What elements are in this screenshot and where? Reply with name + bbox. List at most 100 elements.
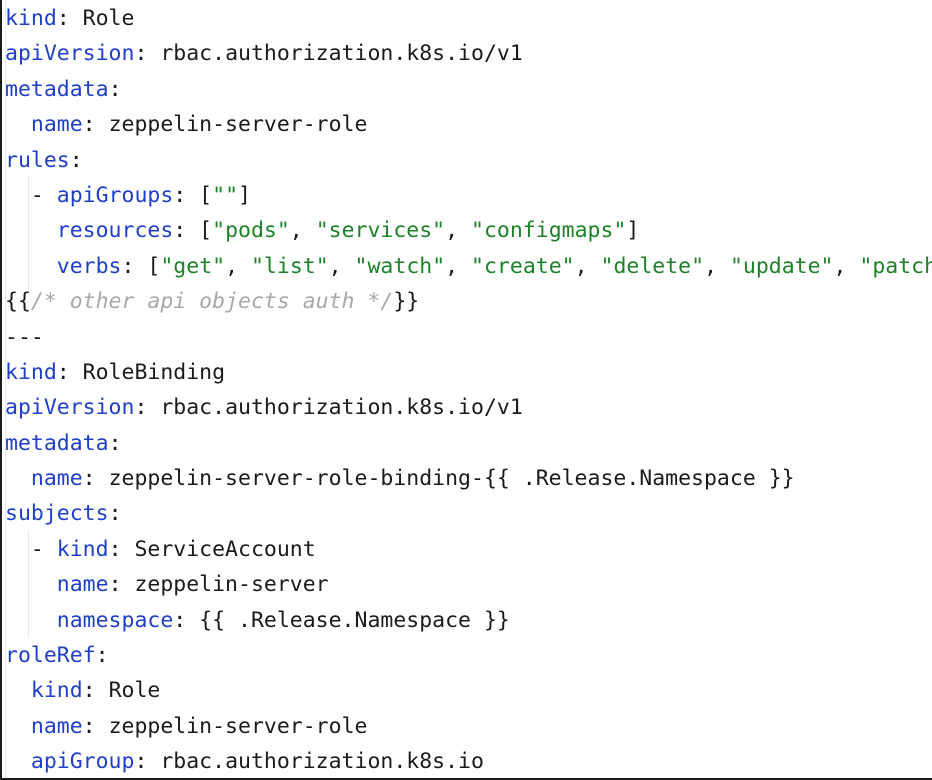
- token-punct: ,: [574, 253, 601, 279]
- token-key: apiGroup: [30, 749, 135, 775]
- token-key: kind: [5, 359, 57, 385]
- token-punct: : [: [173, 218, 213, 244]
- token-punct: :: [134, 749, 161, 775]
- token-key: roleRef: [5, 643, 96, 669]
- token-punct: :: [108, 430, 122, 456]
- token-plain: zeppelin-server-role: [108, 713, 368, 739]
- token-punct: ,: [445, 218, 472, 244]
- token-key: subjects: [5, 501, 109, 527]
- token-str: "": [212, 182, 239, 208]
- code-line: resources: ["pods", "services", "configm…: [2, 213, 932, 248]
- token-punct: ,: [445, 253, 472, 279]
- token-str: "configmaps": [471, 218, 627, 244]
- token-tmpl: }}: [393, 289, 420, 315]
- code-line: metadata:: [2, 72, 932, 107]
- token-str: "list": [250, 253, 329, 279]
- token-str: "create": [471, 253, 575, 279]
- token-key: apiGroups: [56, 182, 174, 208]
- token-plain: [5, 218, 57, 243]
- token-punct: :: [173, 607, 200, 633]
- code-line: name: zeppelin-server-role: [2, 107, 932, 142]
- token-plain: [5, 112, 31, 137]
- token-punct: ,: [289, 218, 316, 244]
- token-plain: ServiceAccount: [134, 536, 316, 562]
- token-plain: Role: [108, 678, 161, 704]
- token-plain: Role: [82, 6, 135, 31]
- token-punct: :: [56, 359, 83, 385]
- token-str: "pods": [212, 218, 290, 244]
- token-plain: [5, 714, 31, 739]
- token-key: name: [56, 572, 109, 598]
- token-punct: :: [82, 678, 109, 704]
- token-str: "get": [160, 253, 226, 279]
- token-punct: :: [134, 41, 161, 67]
- code-line: {{/* other api objects auth */}}: [2, 284, 932, 319]
- code-line: metadata:: [2, 426, 932, 461]
- token-plain: [5, 254, 57, 279]
- token-punct: ,: [833, 253, 860, 279]
- token-key: metadata: [5, 76, 109, 102]
- code-line: apiGroup: rbac.authorization.k8s.io: [2, 744, 932, 778]
- token-punct: :: [108, 501, 122, 527]
- code-line: name: zeppelin-server-role: [2, 709, 932, 744]
- token-str: "update": [729, 253, 834, 279]
- token-punct: :: [108, 572, 135, 598]
- code-line: - apiGroups: [""]: [2, 178, 932, 213]
- token-plain: rbac.authorization.k8s.io: [160, 749, 484, 775]
- token-key: apiVersion: [5, 41, 135, 67]
- token-punct: :: [108, 536, 135, 562]
- token-punct: :: [82, 112, 109, 138]
- token-key: verbs: [56, 253, 122, 279]
- token-key: namespace: [56, 607, 174, 633]
- token-dash: -: [5, 536, 57, 562]
- token-key: name: [30, 713, 83, 739]
- token-key: metadata: [5, 430, 109, 456]
- code-line: ---: [2, 320, 932, 355]
- token-punct: :: [82, 713, 109, 739]
- token-key: resources: [56, 218, 174, 244]
- token-plain: RoleBinding: [82, 359, 226, 385]
- token-plain: [5, 608, 57, 633]
- token-key: kind: [30, 678, 83, 704]
- token-plain: [5, 572, 57, 597]
- token-punct: :: [56, 6, 83, 31]
- token-plain: zeppelin-server-role: [108, 112, 368, 138]
- code-line: namespace: {{ .Release.Namespace }}: [2, 603, 932, 638]
- token-str: "delete": [600, 253, 705, 279]
- token-punct: ,: [328, 253, 355, 279]
- token-punct: : [: [121, 253, 161, 279]
- code-line: kind: Role: [2, 0, 932, 36]
- token-punct: :: [69, 147, 83, 173]
- token-plain: ---: [5, 324, 44, 350]
- token-punct: :: [134, 395, 161, 421]
- token-dash: -: [5, 182, 57, 208]
- token-plain: [5, 749, 31, 774]
- token-key: name: [30, 466, 83, 492]
- token-punct: : [: [173, 182, 213, 208]
- code-line: kind: RoleBinding: [2, 355, 932, 390]
- token-key: kind: [56, 536, 109, 562]
- token-plain: zeppelin-server: [134, 572, 329, 598]
- code-line: apiVersion: rbac.authorization.k8s.io/v1: [2, 390, 932, 425]
- token-punct: ,: [704, 253, 730, 279]
- token-punct: ]: [238, 182, 251, 208]
- token-str: "services": [315, 218, 446, 244]
- token-punct: :: [108, 76, 122, 102]
- code-line: verbs: ["get", "list", "watch", "create"…: [2, 249, 932, 284]
- token-tmpl: {{: [5, 289, 31, 315]
- code-line: subjects:: [2, 496, 932, 531]
- token-str: "watch": [354, 253, 446, 279]
- code-line: - kind: ServiceAccount: [2, 532, 932, 567]
- code-line: name: zeppelin-server: [2, 567, 932, 602]
- code-line: kind: Role: [2, 673, 932, 708]
- code-line: name: zeppelin-server-role-binding-{{ .R…: [2, 461, 932, 496]
- code-line: apiVersion: rbac.authorization.k8s.io/v1: [2, 36, 932, 71]
- token-plain: [5, 466, 31, 491]
- token-plain: zeppelin-server-role-binding-{{ .Release…: [108, 466, 795, 492]
- token-punct: ,: [225, 253, 251, 279]
- token-key: name: [30, 112, 83, 138]
- token-plain: {{ .Release.Namespace }}: [199, 607, 510, 633]
- token-comment: /* other api objects auth */: [30, 289, 394, 315]
